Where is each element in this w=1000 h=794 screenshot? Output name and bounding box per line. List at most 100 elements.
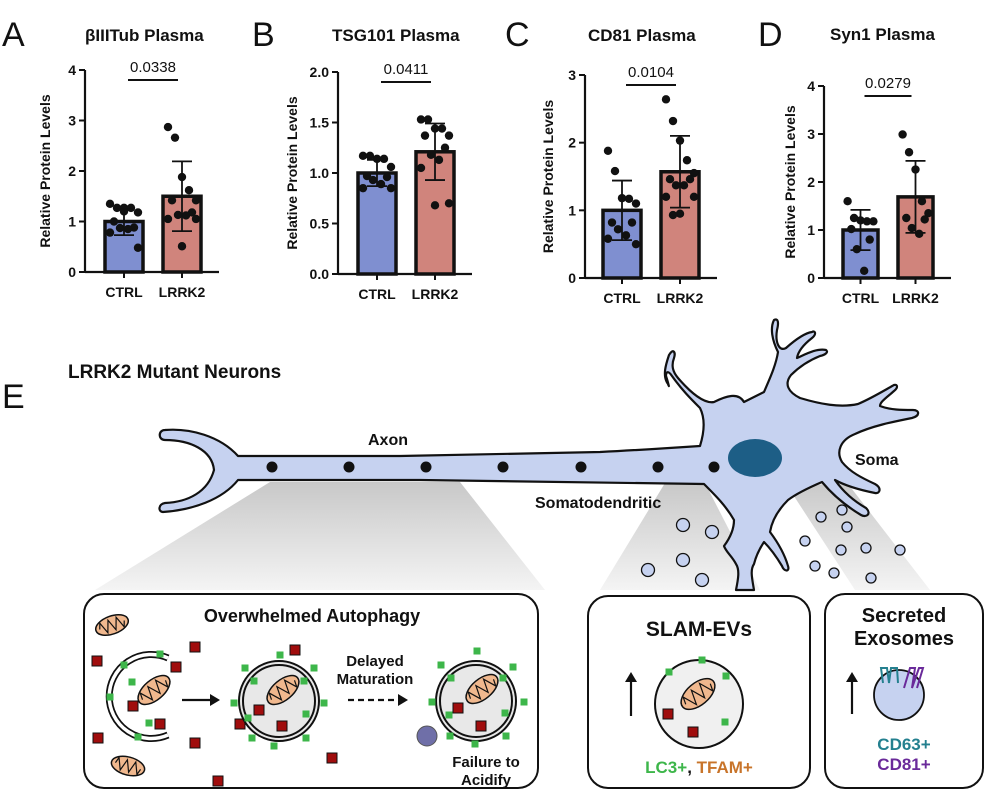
y-axis-label: Relative Protein Levels [37, 94, 53, 248]
lc3-marker-square [509, 663, 517, 671]
somatodendritic-projection-cone [600, 483, 760, 590]
lysosome [416, 725, 438, 747]
axon-dot [266, 461, 278, 473]
y-axis-label: Relative Protein Levels [782, 105, 798, 259]
cargo-square [212, 775, 224, 787]
soma-projection-cone [790, 480, 930, 590]
data-point [862, 217, 872, 226]
data-point [603, 146, 613, 155]
cargo-square [92, 732, 104, 744]
y-tick-label: 2 [807, 174, 815, 190]
mitochondrion-icon [137, 674, 171, 706]
data-point [191, 214, 201, 224]
y-tick-label: 0 [807, 270, 815, 286]
lc3-marker-square [722, 672, 730, 680]
error-bar [172, 160, 192, 232]
y-tick-label: 2 [68, 163, 76, 179]
y-axis-label: Relative Protein Levels [540, 100, 556, 254]
lc3-marker-square [520, 698, 528, 706]
data-point [661, 95, 671, 104]
y-tick-label: 2.0 [310, 64, 330, 80]
data-point [444, 131, 454, 140]
data-point [679, 181, 689, 190]
axon-dot [708, 461, 720, 473]
autophagy-title: Overwhelmed Autophagy [204, 606, 420, 626]
cargo-square [475, 720, 487, 732]
released-vesicles [640, 504, 906, 588]
error-bar [905, 159, 926, 234]
data-point [444, 199, 454, 208]
x-tick-label: CTRL [842, 290, 880, 306]
data-point [685, 175, 695, 184]
y-tick-label: 0.0 [310, 266, 330, 282]
data-point [621, 231, 631, 240]
delayed-maturation-line2: Maturation [337, 671, 414, 688]
lc3-marker-square [428, 698, 436, 706]
lc3-marker-square [248, 734, 256, 742]
soma-label: Soma [855, 452, 899, 469]
slam-markers: LC3+, TFAM+ [645, 758, 753, 777]
data-point [917, 197, 927, 206]
lc3-marker-square [447, 674, 455, 682]
lc3-marker-square [128, 678, 136, 686]
data-point [675, 209, 685, 218]
chart-title-d: Syn1 Plasma [830, 25, 935, 44]
data-point [386, 183, 396, 193]
y-tick-label: 1.5 [310, 115, 330, 131]
delayed-maturation-line1: Delayed [346, 653, 404, 670]
data-point [865, 235, 874, 244]
error-bar [367, 158, 387, 188]
axon-dot [575, 461, 587, 473]
error-bar [670, 134, 690, 209]
data-point [613, 225, 623, 234]
data-point [358, 151, 368, 161]
p-value-label: 0.0279 [865, 75, 911, 92]
axon-dot [420, 461, 432, 473]
lc3-marker-square [145, 719, 153, 727]
cargo-square [127, 700, 139, 712]
cargo-square [91, 655, 103, 667]
lc3-marker-square [120, 661, 128, 669]
data-point [372, 154, 382, 164]
y-tick-label: 1 [568, 202, 576, 218]
data-point [661, 192, 671, 201]
mitochondrion-icon [465, 673, 499, 705]
data-point [904, 148, 914, 157]
y-tick-label: 3 [568, 67, 576, 83]
cargo-square [189, 737, 201, 749]
lc3-marker-square [156, 650, 164, 658]
arrow-right-icon [182, 694, 220, 706]
cd81-protein-icon [903, 667, 925, 689]
nucleus [728, 439, 782, 477]
lc3-marker-square [665, 668, 673, 676]
data-point [859, 266, 869, 275]
y-tick-label: 2 [568, 135, 576, 151]
lc3-marker-square [320, 699, 328, 707]
data-point [902, 213, 911, 223]
data-point [907, 223, 917, 233]
data-point [170, 133, 180, 142]
data-point [914, 229, 924, 239]
data-point [163, 122, 173, 132]
data-point [430, 201, 440, 210]
panel-letter-d: D [758, 16, 783, 54]
data-point [843, 197, 852, 206]
mitochondrion-icon [94, 613, 130, 637]
exosome-title-line1: Secreted [862, 605, 947, 627]
cd81-marker: CD81+ [877, 755, 930, 774]
arrow-up-icon [846, 672, 858, 714]
panel-letter-b: B [252, 16, 275, 54]
p-value-label: 0.0104 [628, 64, 674, 81]
axon-dot [343, 461, 355, 473]
data-point [133, 208, 143, 217]
data-point [191, 196, 201, 205]
data-point [133, 243, 143, 252]
lc3-marker-square [134, 733, 142, 741]
y-tick-label: 1.0 [310, 165, 330, 181]
neuron-body [158, 318, 920, 592]
data-point [365, 151, 375, 161]
